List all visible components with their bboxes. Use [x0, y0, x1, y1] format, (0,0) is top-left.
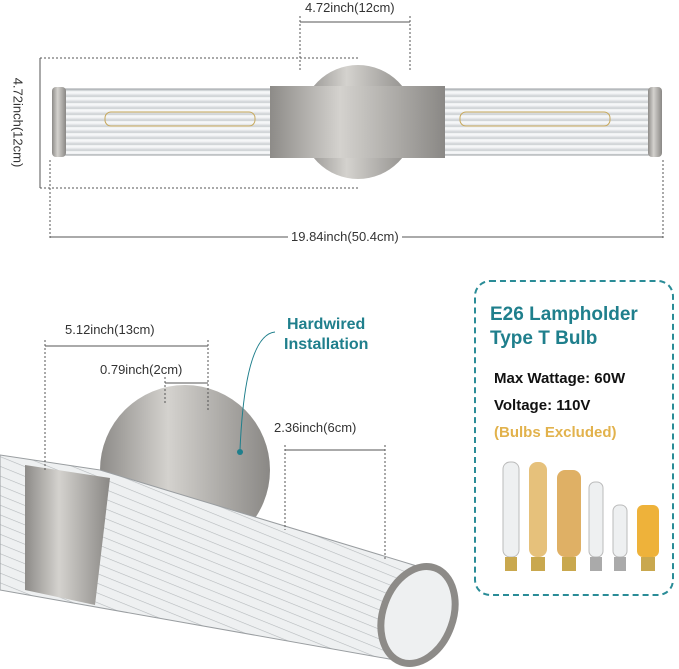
top-fixture — [52, 65, 662, 179]
backplate-depth-label: 0.79inch(2cm) — [100, 362, 183, 377]
callout-line1: Hardwired — [287, 316, 366, 333]
bulbs-excluded-note: (Bulbs Excluded) — [494, 424, 617, 441]
spec-title-line2: Type T Bulb — [490, 328, 598, 349]
shade-diameter-label: 2.36inch(6cm) — [274, 420, 357, 435]
total-length-label: 19.84inch(50.4cm) — [288, 229, 402, 244]
bulb-illustrations — [502, 461, 659, 571]
backplate-width-label: 4.72inch(12cm) — [305, 0, 395, 15]
spec-title-line1: E26 Lampholder — [490, 304, 638, 325]
height-label: 4.72inch(12cm) — [10, 77, 26, 168]
angled-fixture — [0, 385, 459, 667]
spec-box: E26 Lampholder Type T Bulb Max Wattage: … — [474, 280, 674, 596]
extension-label: 5.12inch(13cm) — [65, 322, 155, 337]
voltage: Voltage: 110V — [494, 397, 591, 414]
bottom-dimension-lines — [44, 331, 386, 560]
callout-line2: Installation — [284, 336, 369, 353]
max-wattage: Max Wattage: 60W — [494, 370, 626, 387]
